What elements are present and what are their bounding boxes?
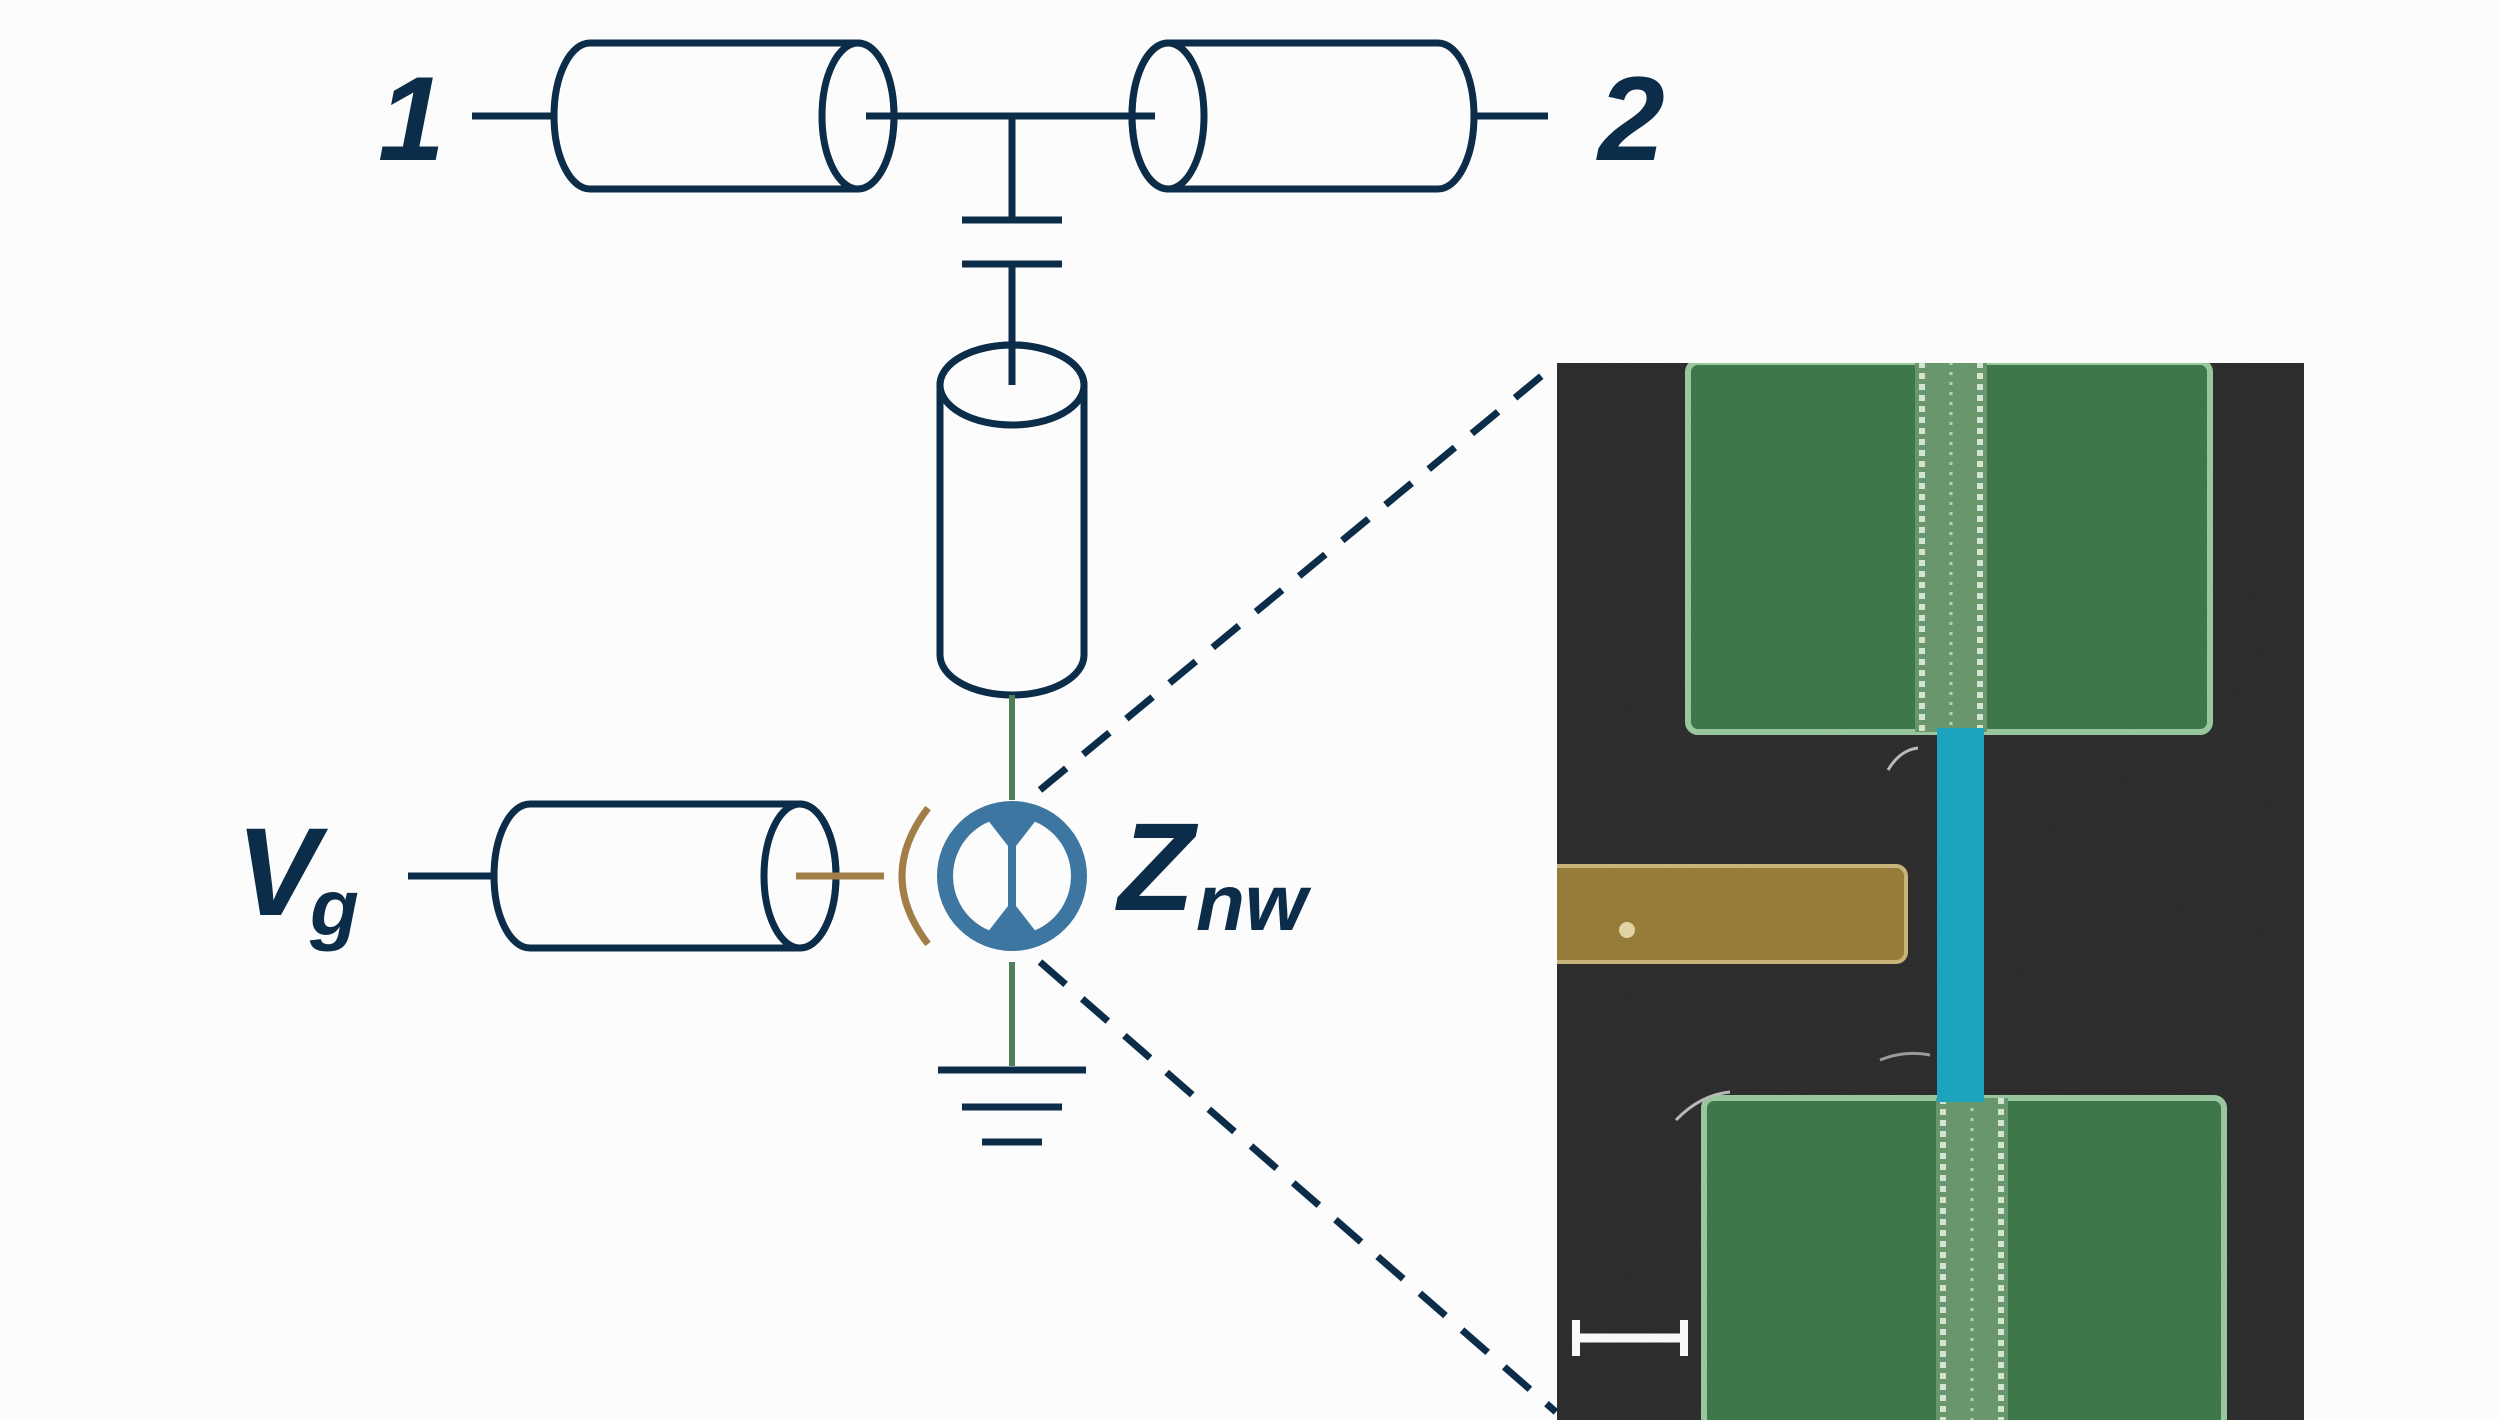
coax-gate	[490, 800, 840, 952]
coax-right	[1128, 39, 1478, 193]
gate-voltage-label: V g	[236, 803, 359, 952]
top-contact	[1685, 363, 2213, 735]
gate-capacitor-arc	[898, 805, 931, 947]
sem-micrograph	[1557, 363, 2304, 1420]
capacitor-icon	[962, 216, 1062, 268]
port2-label: 2	[1596, 52, 1665, 186]
bottom-contact	[1701, 1095, 2227, 1420]
zoom-lines	[1037, 361, 1559, 1415]
gate-label-sub: g	[309, 863, 359, 952]
gate-coupling	[796, 805, 931, 947]
coax-vertical	[936, 341, 1088, 699]
ground-icon	[938, 1066, 1086, 1146]
nanowire-symbol	[937, 801, 1087, 951]
nanowire	[1937, 728, 1984, 1102]
port1-label: 1	[378, 52, 445, 186]
gate-electrode	[1557, 864, 1908, 964]
impedance-label-main: Z	[1115, 798, 1199, 937]
scale-bar-icon	[1572, 1320, 1688, 1356]
impedance-label: Z nw	[1115, 798, 1312, 947]
coax-left	[550, 39, 898, 193]
gate-line	[408, 800, 840, 952]
gate-label-main: V	[236, 803, 329, 942]
top-feedline	[472, 39, 1548, 699]
impedance-label-sub: nw	[1196, 858, 1312, 947]
